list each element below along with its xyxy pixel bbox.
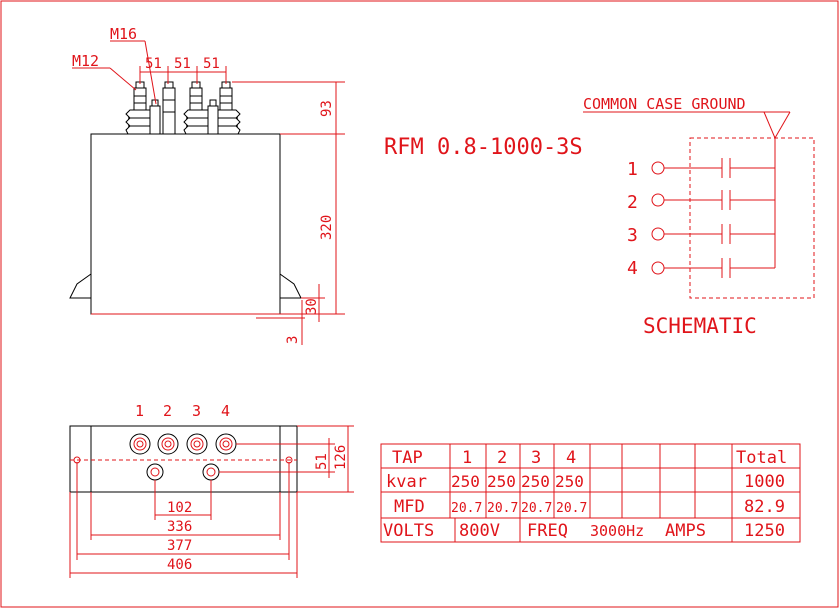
tap-1-label: 1: [627, 159, 638, 180]
kvar-3: 250: [521, 472, 550, 491]
dim-93: 93: [319, 100, 335, 117]
table-header-tap: TAP: [392, 448, 423, 468]
ground-top-right: [202, 463, 220, 481]
mounting-foot-left: [69, 273, 92, 299]
terminal-stud-3: [189, 81, 203, 111]
dim-336: 336: [167, 519, 192, 535]
kvar-total: 1000: [744, 472, 785, 492]
spec-table: TAP 1 2 3 4 Total kvar 250 250 250 250 1…: [380, 443, 801, 543]
terminal-stud-4: [219, 81, 233, 111]
amps-value: 1250: [744, 521, 785, 541]
ground-top-left: [146, 463, 164, 481]
tap-2: 2: [627, 190, 775, 213]
model-designation: RFM 0.8-1000-3S: [384, 135, 583, 160]
dim-30: 30: [304, 298, 320, 315]
tap-4: 4: [627, 258, 775, 279]
dim-126: 126: [333, 445, 349, 470]
dim-3: 3: [285, 336, 301, 344]
terminal-number-1: 1: [135, 402, 144, 420]
kvar-4: 250: [555, 472, 584, 491]
row-kvar-label: kvar: [386, 472, 427, 492]
mfd-2: 20.7: [487, 501, 518, 516]
schematic: COMMON CASE GROUND 1 2 3: [583, 95, 815, 338]
mfd-4: 20.7: [556, 501, 587, 516]
dim-51: 51: [314, 453, 330, 470]
terminal-stud-2: [162, 81, 176, 135]
m16-label: M16: [110, 25, 137, 43]
table-header-1: 1: [462, 448, 472, 468]
table-header-3: 3: [531, 448, 541, 468]
amps-label: AMPS: [665, 521, 706, 541]
pitch-label-3: 51: [203, 56, 220, 72]
mounting-foot-right: [279, 273, 302, 299]
table-header-2: 2: [497, 448, 507, 468]
top-view-outline: [69, 425, 298, 493]
freq-label: FREQ: [527, 521, 568, 541]
ground-enclosure: [689, 137, 815, 299]
capacitor-body: [90, 133, 281, 315]
terminal-number-2: 2: [163, 402, 172, 420]
m12-label: M12: [72, 52, 99, 70]
kvar-1: 250: [451, 472, 480, 491]
pitch-label-1: 51: [145, 56, 162, 72]
mfd-1: 20.7: [451, 501, 482, 516]
terminal-top-2: [157, 433, 179, 455]
table-header-4: 4: [566, 448, 576, 468]
mfd-total: 82.9: [744, 497, 785, 517]
top-view-body: [90, 425, 281, 493]
dim-406: 406: [167, 557, 192, 573]
tap-3-label: 3: [627, 225, 638, 246]
tap-2-label: 2: [627, 192, 638, 213]
volts-label: VOLTS: [383, 521, 434, 541]
terminal-number-3: 3: [192, 402, 201, 420]
terminal-top-3: [186, 433, 208, 455]
dim-377: 377: [167, 538, 192, 554]
ground-stud-left: [149, 99, 161, 135]
mfd-3: 20.7: [521, 501, 552, 516]
row-mfd-label: MFD: [394, 497, 425, 517]
terminal-top-1: [129, 433, 151, 455]
terminal-number-4: 4: [221, 402, 230, 420]
terminal-top-4: [215, 433, 237, 455]
tap-1: 1: [627, 158, 775, 180]
dim-320: 320: [319, 215, 335, 240]
table-header-total: Total: [736, 448, 787, 468]
dim-102: 102: [167, 500, 192, 516]
terminal-stud-1: [133, 81, 147, 111]
common-case-ground-label: COMMON CASE GROUND: [583, 95, 746, 113]
schematic-title: SCHEMATIC: [643, 314, 757, 338]
freq-value: 3000Hz: [590, 522, 644, 540]
top-view: 1 2 3 4 51 126 102 336 377 406: [69, 402, 354, 578]
tap-4-label: 4: [627, 258, 638, 279]
kvar-2: 250: [487, 472, 516, 491]
ground-stud-right: [207, 99, 219, 135]
side-view: M16 M12 51 51 51 93 320 30 3: [69, 25, 345, 345]
tap-3: 3: [627, 224, 775, 246]
pitch-label-2: 51: [174, 56, 191, 72]
volts-value: 800V: [459, 521, 500, 541]
